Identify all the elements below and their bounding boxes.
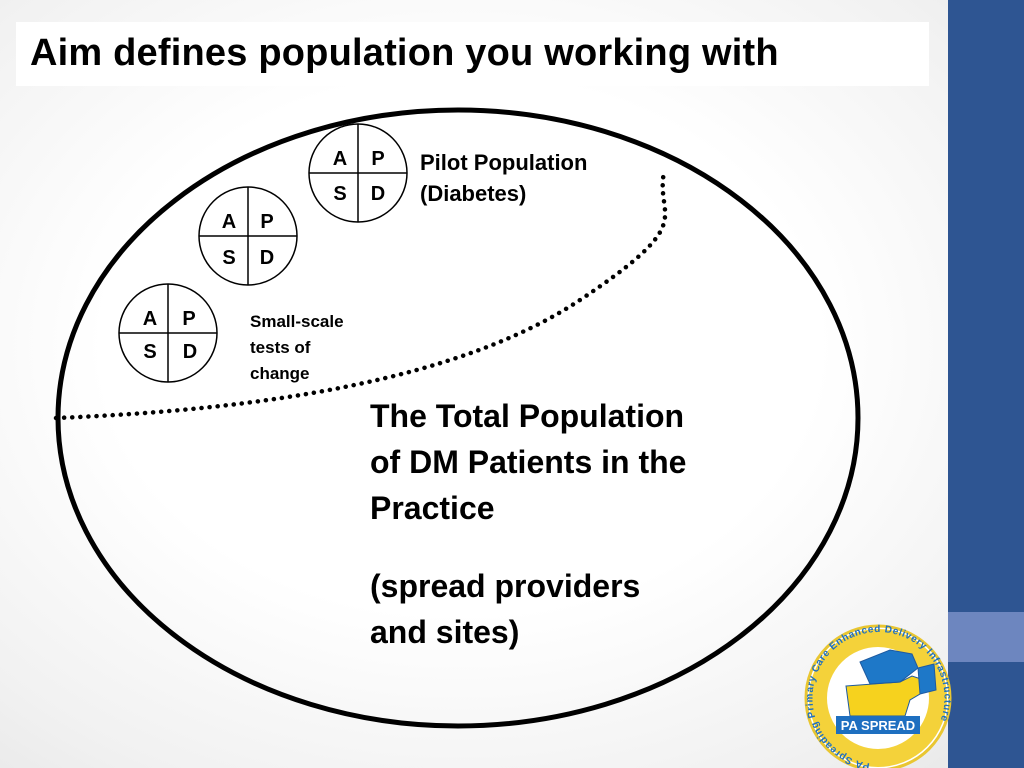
small-scale-line-1: Small-scale <box>250 312 344 331</box>
small-scale-tests-label: Small-scale tests of change <box>250 309 344 387</box>
pilot-population-label: Pilot Population (Diabetes) <box>420 147 587 209</box>
pdsa-plan-label: P <box>260 211 273 233</box>
pilot-label-line-1: Pilot Population <box>420 150 588 175</box>
total-line-1: The Total Population <box>370 398 685 434</box>
pdsa-cycle-3: A P S D <box>118 283 218 383</box>
pdsa-do-label: D <box>371 183 385 205</box>
pdsa-act-label: A <box>143 308 157 330</box>
spread-note-label: (spread providers and sites) <box>370 563 790 655</box>
spread-line-1: (spread providers <box>370 568 641 604</box>
pdsa-cycle-2: A P S D <box>198 186 298 286</box>
pdsa-plan-label: P <box>182 308 195 330</box>
pdsa-cycle-1: A P S D <box>308 123 408 223</box>
pdsa-study-label: S <box>333 183 346 205</box>
pdsa-act-label: A <box>222 211 236 233</box>
pdsa-do-label: D <box>183 341 197 363</box>
sidebar-accent <box>948 612 1024 662</box>
small-scale-line-2: tests of <box>250 338 311 357</box>
total-population-label: The Total Population of DM Patients in t… <box>370 393 790 531</box>
pdsa-plan-label: P <box>371 148 384 170</box>
title-box <box>16 22 929 86</box>
pdsa-act-label: A <box>333 148 347 170</box>
pilot-population-boundary <box>53 169 668 421</box>
total-line-2: of DM Patients in the <box>370 444 687 480</box>
total-line-3: Practice <box>370 490 495 526</box>
logo-name: PA SPREAD <box>841 718 915 733</box>
pa-spread-logo: PA Spreading Primary Care Enhanced Deliv… <box>804 624 952 768</box>
page-title: Aim defines population you working with <box>30 32 779 74</box>
small-scale-line-3: change <box>250 364 310 383</box>
pdsa-do-label: D <box>260 247 274 269</box>
pdsa-study-label: S <box>143 341 156 363</box>
spread-line-2: and sites) <box>370 614 520 650</box>
pdsa-study-label: S <box>222 247 235 269</box>
pilot-label-line-2: (Diabetes) <box>420 181 527 206</box>
